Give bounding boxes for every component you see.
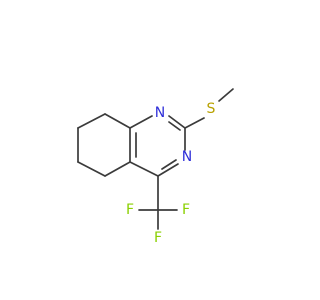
bond-s-ch3 bbox=[218, 88, 234, 102]
bond-n1-c2-double bbox=[168, 121, 181, 131]
atom-label-s: S bbox=[207, 101, 216, 117]
bond-n3-c4 bbox=[157, 163, 179, 177]
bond-n1-c2 bbox=[168, 115, 186, 129]
bond-c2-s bbox=[184, 117, 205, 129]
atom-labels: N N S F F F bbox=[126, 101, 216, 246]
atom-label-n1: N bbox=[155, 105, 165, 121]
bond-c5-c6 bbox=[77, 161, 106, 177]
bond-c4-c4a bbox=[129, 161, 159, 177]
atom-label-f-left: F bbox=[126, 202, 134, 218]
atom-label-f-bottom: F bbox=[154, 230, 162, 246]
bond-layer bbox=[77, 88, 234, 230]
bond-c8a-n1 bbox=[129, 115, 153, 129]
bond-c8-c8a bbox=[104, 113, 131, 129]
molecule-structure: N N S F F F bbox=[77, 88, 234, 246]
bond-c4-n3-double bbox=[161, 159, 177, 170]
bond-c4a-c5 bbox=[104, 161, 131, 177]
atom-label-f-right: F bbox=[182, 202, 190, 218]
bond-c7-c8 bbox=[77, 113, 106, 129]
atom-label-n3: N bbox=[182, 149, 192, 165]
